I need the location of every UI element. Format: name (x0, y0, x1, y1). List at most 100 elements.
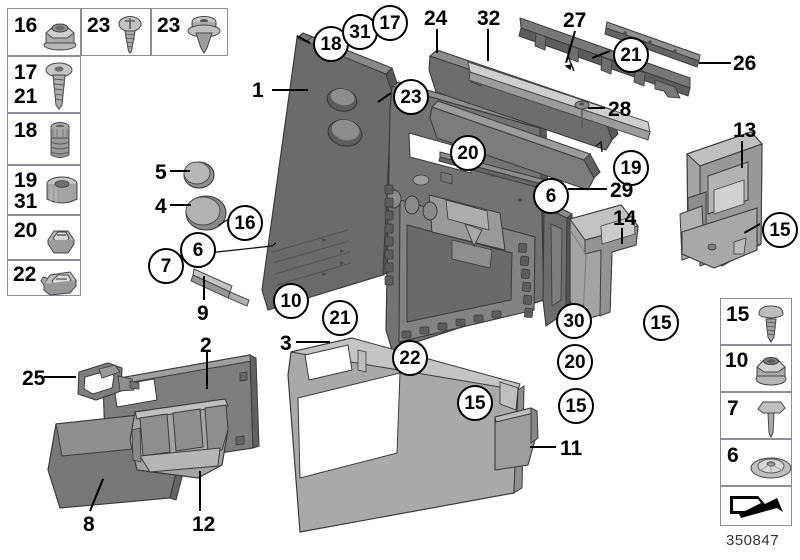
leader-29 (568, 188, 607, 190)
callout-25-c25: 25 (22, 367, 46, 390)
legend-cell-23-screw: 23 (81, 8, 151, 56)
callout-26-c26: 26 (733, 52, 757, 75)
leader-13 (741, 141, 743, 168)
legend-label-7: 7 (727, 397, 739, 420)
legend-label-15: 15 (726, 303, 750, 326)
callout-13-c13: 13 (733, 119, 757, 142)
callout-15-c15c: 15 (457, 385, 493, 421)
legend-label-16: 16 (14, 14, 38, 37)
part-19-cover-trim (429, 100, 603, 191)
part-11-cover-cap (494, 407, 539, 471)
callout-29-c29: 29 (610, 179, 634, 202)
part-32-decor-strip (467, 61, 651, 141)
leader-5 (170, 170, 190, 172)
callout-15-c15a: 15 (762, 212, 798, 248)
legend-cell-17-21: 17 21 (7, 56, 81, 113)
legend-label-22: 22 (13, 263, 37, 286)
callout-3-c3: 3 (280, 332, 292, 355)
callout-20-c20a: 20 (450, 135, 486, 171)
legend-label-23a: 23 (87, 14, 111, 37)
clip-nut-icon (40, 271, 77, 296)
legend-label-21: 21 (14, 85, 38, 108)
part-4-round-cap (185, 195, 227, 231)
legend-cell-20: 20 (7, 215, 81, 260)
cage-nut-icon (47, 230, 75, 254)
legend-cell-16: 16 (7, 8, 81, 56)
round-head-screw-icon (758, 305, 784, 343)
legend-label-6: 6 (727, 444, 739, 467)
legend-cell-19-31: 19 31 (7, 165, 81, 215)
leader-24 (436, 29, 438, 53)
callout-14-c14: 14 (613, 207, 637, 230)
washer-head-screw-icon (45, 62, 73, 110)
callout-1-c1: 1 (252, 79, 264, 102)
part-5-round-cap (183, 161, 215, 189)
pan-head-screw-icon (118, 16, 142, 54)
callout-24-c24: 24 (424, 7, 448, 30)
leader-11 (530, 446, 556, 448)
part-20-console-carrier (384, 81, 552, 351)
callout-28-c28: 28 (608, 98, 632, 121)
leader-28 (588, 107, 605, 109)
legend-cell-7: 7 (720, 392, 792, 439)
leader-9 (203, 276, 205, 300)
legend-label-20: 20 (14, 219, 38, 242)
part-13-rear-console-bracket (679, 131, 763, 269)
conical-washer-icon (750, 457, 792, 479)
legend-cell-18: 18 (7, 113, 81, 165)
callout-2-c2: 2 (200, 334, 212, 357)
leader-4 (170, 204, 191, 206)
legend-label-18: 18 (14, 119, 38, 142)
callout-11-c11: 11 (560, 437, 583, 460)
callout-21-c21a: 21 (613, 37, 649, 73)
callout-7-c7: 7 (148, 248, 184, 284)
part-25-handle-bezel (77, 362, 140, 401)
callout-32-c32: 32 (477, 7, 501, 30)
callout-6-c6a: 6 (533, 178, 569, 214)
part-1-side-trim-panel (261, 32, 399, 311)
leader-32 (487, 29, 489, 61)
callout-15-c15b: 15 (643, 305, 679, 341)
callout-21-c21b: 21 (322, 300, 358, 336)
spacer-bushing-icon (46, 176, 78, 204)
hex-flange-nut-icon (755, 356, 787, 386)
legend-cell-23-rivet: 23 (151, 8, 228, 56)
legend-label-10: 10 (725, 349, 749, 372)
callout-19-c19: 19 (613, 150, 649, 186)
part-12-cupholder-insert (129, 398, 229, 479)
part-9-l-strip (190, 268, 250, 307)
legend-label-17: 17 (14, 61, 38, 84)
legend-cell-15: 15 (720, 298, 792, 345)
callout-23-c23: 23 (393, 79, 429, 115)
callout-15-c15d: 15 (558, 388, 594, 424)
t-head-bolt-icon (757, 401, 786, 439)
legend-cell-10: 10 (720, 345, 792, 392)
arrow-direction-icon (730, 496, 783, 518)
callout-9-c9: 9 (197, 302, 209, 325)
leader-12 (199, 471, 201, 511)
leader-3 (296, 341, 330, 343)
leader-14 (621, 228, 623, 244)
callout-22-c22: 22 (392, 340, 428, 376)
expanding-rivet-icon (187, 16, 221, 54)
legend-label-23b: 23 (157, 14, 181, 37)
legend-label-31: 31 (14, 190, 38, 213)
legend-cell-22: 22 (7, 260, 81, 296)
diagram-id-label: 350847 (726, 532, 780, 549)
part-27-fastener-rail (518, 17, 691, 99)
callout-10-c10a: 10 (273, 283, 309, 319)
callout-30-c30: 30 (556, 303, 592, 339)
callout-17-c17: 17 (372, 5, 408, 41)
callout-12-c12: 12 (192, 513, 216, 536)
threaded-sleeve-icon (50, 122, 70, 158)
leader-25 (44, 376, 76, 378)
legend-label-19: 19 (14, 169, 38, 192)
leader-1 (272, 89, 308, 91)
callout-5-c5: 5 (155, 161, 167, 184)
callout-16-c16: 16 (227, 205, 263, 241)
callout-6-c6b: 6 (180, 232, 216, 268)
callout-8-c8: 8 (83, 513, 95, 536)
leader-26 (699, 62, 731, 64)
